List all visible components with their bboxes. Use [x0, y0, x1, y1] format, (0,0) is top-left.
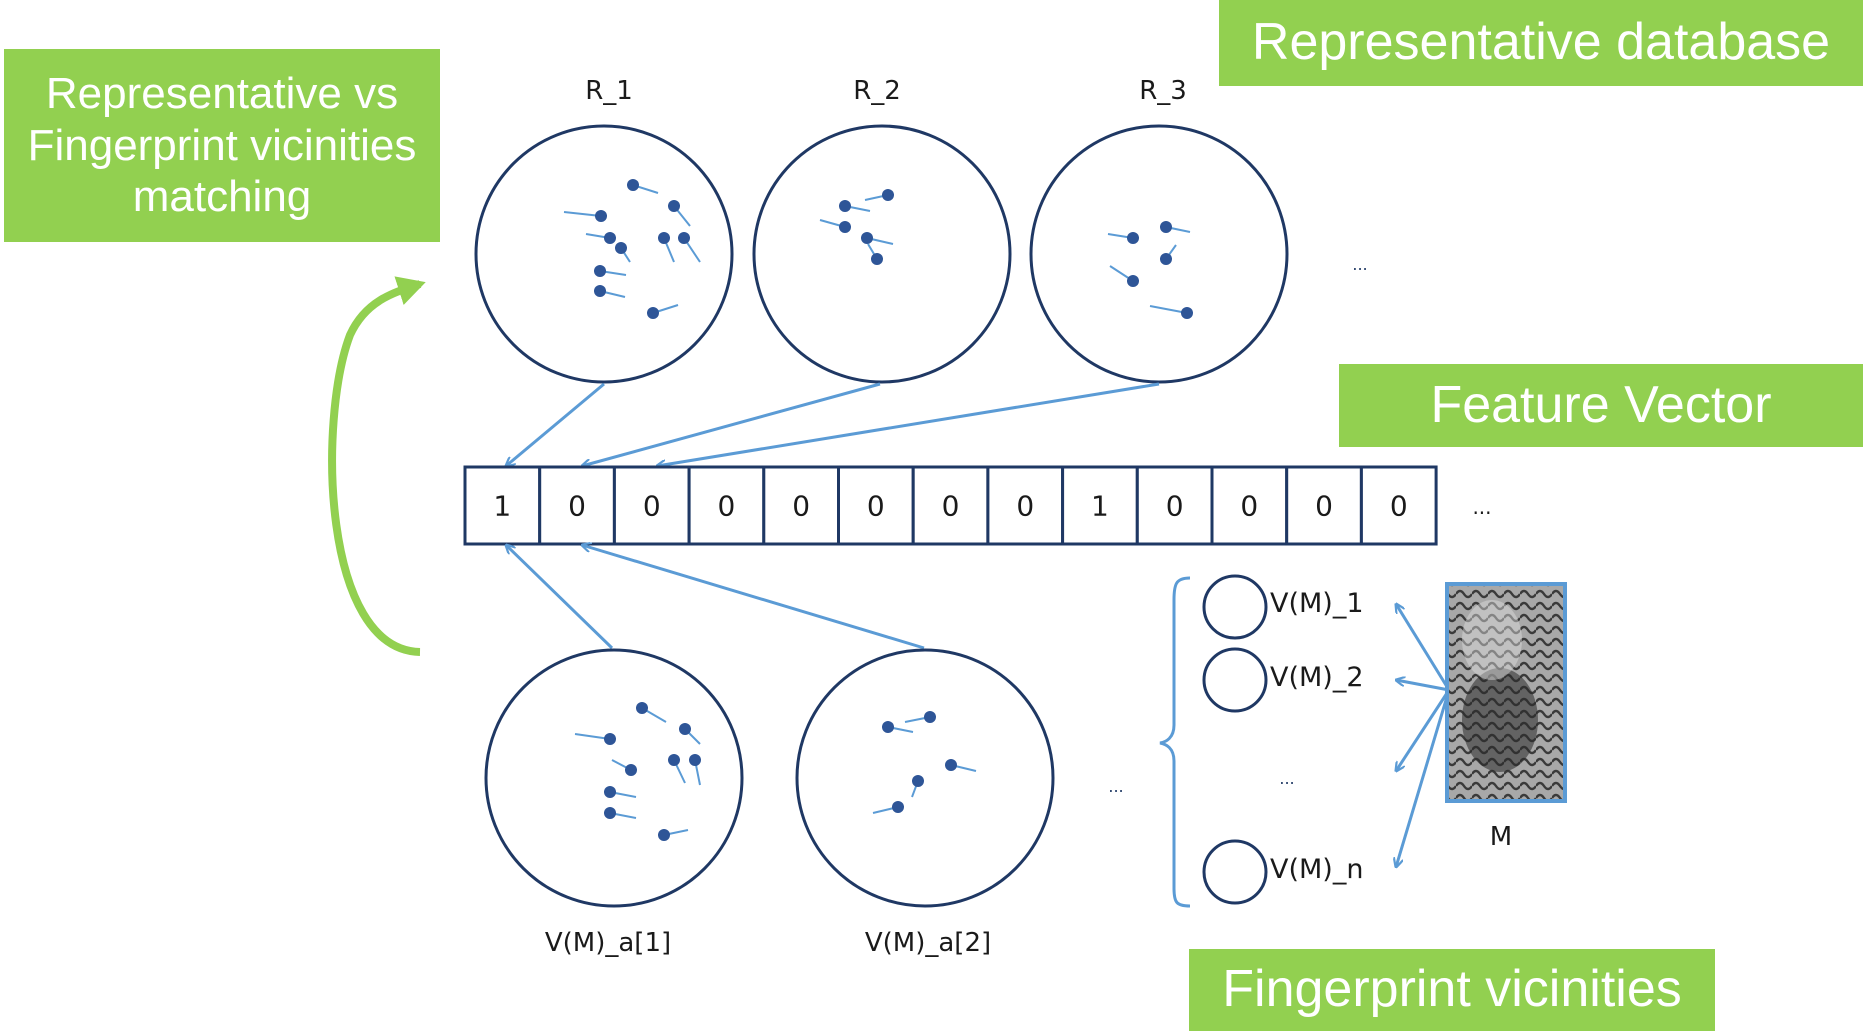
feature-vector-ellipsis: ...: [1472, 495, 1491, 519]
minutiae-r3: [1107, 221, 1193, 319]
feature-vector-label: Feature Vector: [1430, 375, 1772, 434]
fingerprint-image: [1445, 582, 1567, 803]
feature-vector-cell: [986, 465, 1065, 546]
minutiae-r1: [563, 179, 701, 319]
rep-label-r2: R_2: [853, 76, 901, 106]
feature-vector-value: 0: [568, 490, 586, 523]
fp-vicinity-label-n: V(M)_n: [1270, 854, 1363, 885]
representative-r3: [1029, 124, 1289, 384]
vicinity-label-a2: V(M)_a[2]: [865, 928, 991, 958]
feature-vector-value: 0: [1315, 490, 1333, 523]
database-label-box: Representative database: [1219, 0, 1863, 86]
representative-r2: [752, 124, 1012, 384]
feature-vector-cell: [1135, 465, 1214, 546]
feature-vector-value: 1: [493, 490, 511, 523]
feature-vector-value: 0: [942, 490, 960, 523]
vicinity-a1: [484, 648, 744, 908]
vicinity-a2: [795, 648, 1055, 908]
fp-vicinities-more-ellipsis: ...: [1279, 769, 1294, 788]
matching-label: Representative vs Fingerprint vicinities…: [27, 68, 417, 222]
minutiae-r2: [819, 189, 894, 265]
feature-vector-cell: [538, 465, 616, 546]
feature-vector-cell: [687, 465, 766, 546]
feature-vector-value: 0: [792, 490, 810, 523]
vicinities-more-ellipsis: ...: [1108, 777, 1123, 796]
feature-vector-value: 0: [1390, 490, 1408, 523]
fp-vicinity-label-2: V(M)_2: [1270, 662, 1364, 693]
vicinity-arrows: [506, 545, 925, 650]
rep-label-r3: R_3: [1139, 76, 1187, 106]
feature-vector-value: 0: [1016, 490, 1034, 523]
feature-vector-value: 1: [1091, 490, 1109, 523]
fingerprint-vicinities-label: Fingerprint vicinities: [1222, 960, 1682, 1019]
feature-vector-cell: [1061, 465, 1139, 546]
feature-vector-value: 0: [718, 490, 736, 523]
fingerprint-vicinities-label-box: Fingerprint vicinities: [1189, 949, 1715, 1031]
rep-label-r1: R_1: [585, 76, 633, 106]
vicinity-circle-n: [1202, 839, 1268, 905]
rep-more-ellipsis: ...: [1352, 255, 1367, 274]
feature-vector-cell: [1359, 465, 1438, 546]
matching-loop-arrow: [328, 276, 426, 656]
matching-label-box: Representative vs Fingerprint vicinities…: [4, 49, 440, 242]
fp-vicinity-label-1: V(M)_1: [1270, 588, 1364, 619]
vicinity-circle-2: [1202, 647, 1268, 713]
vicinities-bracket: [1159, 576, 1191, 908]
minutiae-a1: [574, 702, 701, 841]
feature-vector-cell: [911, 465, 990, 546]
feature-vector-label-box: Feature Vector: [1339, 364, 1863, 447]
representative-r1: [474, 124, 734, 384]
feature-vector-value: 0: [643, 490, 661, 523]
feature-vector: 1 0 0 0 0 0 0 0 1 0 0 0 0: [463, 465, 1438, 546]
feature-vector-value: 0: [1240, 490, 1258, 523]
feature-vector-cell: [1285, 465, 1363, 546]
database-label: Representative database: [1251, 13, 1831, 72]
fingerprint-arrows: [1396, 604, 1451, 867]
minutiae-a2: [872, 711, 977, 814]
feature-vector-cell: [1210, 465, 1289, 546]
feature-vector-value: 0: [1166, 490, 1184, 523]
vicinity-label-a1: V(M)_a[1]: [545, 928, 671, 958]
representative-arrows: [506, 382, 1160, 466]
feature-vector-value: 0: [867, 490, 885, 523]
fingerprint-image-label: M: [1490, 822, 1512, 852]
vicinity-circle-1: [1202, 574, 1268, 640]
